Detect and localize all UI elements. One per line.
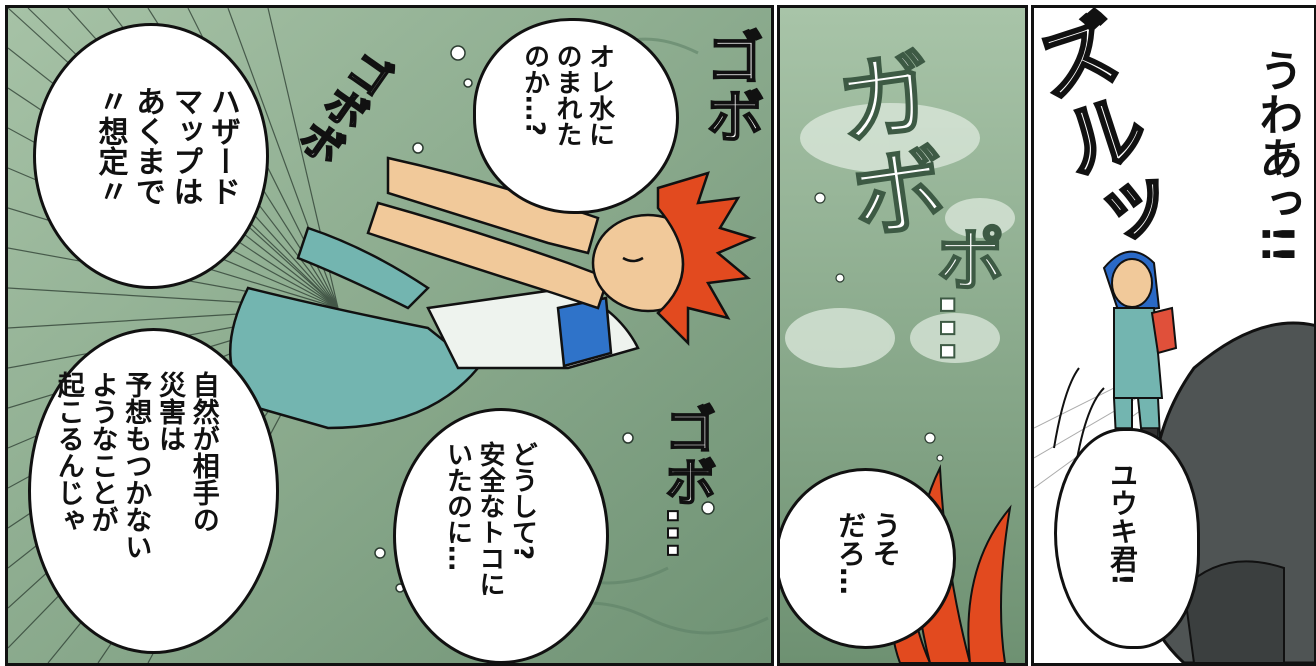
bubble-swallowed-text: オレ水に のまれた のか…? <box>519 43 615 147</box>
sfx-po: ポ… <box>923 222 1007 364</box>
sfx-gabo: ガボ <box>813 40 953 248</box>
bubble-hazard-map: ハザード マップは あくまで 〃想定〃 <box>33 23 269 289</box>
bubble-swallowed-by-water: オレ水に のまれた のか…? <box>473 18 679 214</box>
bubble-no-way: うそ だろ… <box>780 468 956 649</box>
bubble-why-safe-place: どうして? 安全なトコに いたのに… <box>393 408 609 663</box>
panel-middle: ガボ ポ… うそ だろ… <box>777 5 1028 666</box>
bubble-nature-disaster: 自然が相手の 災害は 予想もつかない ようなことが 起こるんじゃ <box>28 328 279 654</box>
bubble-why-text: どうして? 安全なトコに いたのに… <box>442 441 538 597</box>
bubble-yuuki-text: ユウキ君! <box>1106 461 1139 586</box>
bubble-no-way-text: うそ だろ… <box>834 511 902 595</box>
panel-left: ハザード マップは あくまで 〃想定〃 自然が相手の 災害は 予想もつかない よ… <box>5 5 774 666</box>
shout-uwaa: うわあっ!! <box>1251 48 1303 265</box>
panel-right: ズルッ うわあっ!! ユウキ君! <box>1031 5 1316 666</box>
bubble-nature-disaster-text: 自然が相手の 災害は 予想もつかない ようなことが 起こるんじゃ <box>52 371 219 560</box>
drowning-boy <box>229 156 757 430</box>
sfx-gobo-topright: ゴボ <box>695 27 765 145</box>
bubble-yuuki-kun: ユウキ君! <box>1054 428 1200 649</box>
sfx-gobo-bottom: ゴボ… <box>654 402 716 560</box>
bubble-hazard-map-text: ハザード マップは あくまで 〃想定〃 <box>92 86 241 206</box>
